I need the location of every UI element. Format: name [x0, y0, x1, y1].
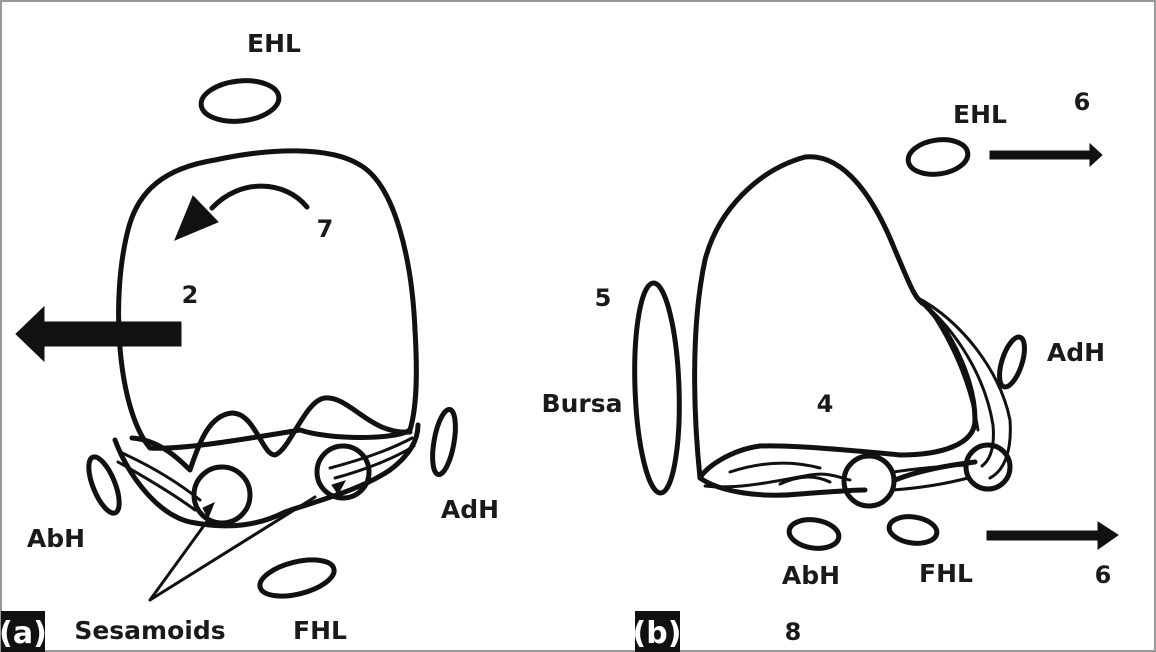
arrow-number-top-label: 6	[1074, 88, 1091, 116]
plantar-contour-a	[115, 425, 418, 526]
bursa	[631, 282, 682, 493]
panel-a-tag: (a)	[0, 616, 47, 651]
adh-label-b: AdH	[1047, 338, 1105, 367]
ehl-tendon-a	[199, 77, 281, 125]
arrow-6-bottom-shaft	[987, 531, 1100, 540]
rotation-arrow	[212, 186, 307, 208]
abh-label-b: AbH	[782, 561, 840, 590]
fhl-label-a: FHL	[293, 616, 347, 645]
medial-sesamoid-a	[194, 467, 250, 523]
panel-b-tag: (b)	[633, 616, 682, 651]
adh-tendon-a	[428, 408, 459, 476]
metatarsal-head-a	[119, 151, 417, 448]
rotation-number-label: 7	[317, 215, 334, 243]
ehl-label-b: EHL	[953, 100, 1007, 129]
rotation-arrowhead	[175, 196, 218, 240]
abh-label-a: AbH	[27, 524, 85, 553]
arrow-6-top-head	[1090, 144, 1102, 166]
panel-b: EHL 6 5 Bursa 4 AdH AbH FHL 6 8 (b)	[542, 88, 1118, 652]
arrow-number-bottom-label: 6	[1095, 561, 1112, 589]
arrow-6-top-shaft	[990, 151, 1092, 159]
adh-tendon-b	[994, 334, 1029, 390]
sesamoids-label: Sesamoids	[74, 616, 225, 645]
ehl-tendon-b	[906, 136, 970, 178]
translation-arrow-shaft	[40, 322, 181, 346]
translation-number-label: 2	[182, 281, 199, 309]
bursa-number-label: 5	[595, 284, 612, 312]
sesamoid-pointer-lines	[150, 497, 315, 600]
medial-sesamoid-b	[844, 456, 894, 506]
ehl-label-a: EHL	[247, 29, 301, 58]
fhl-label-b: FHL	[919, 559, 973, 588]
metatarsal-head-b	[695, 157, 975, 478]
panel-a: EHL 7 2 AbH AdH Sesamoids FHL (a)	[0, 29, 499, 652]
plantar-fibers-b	[705, 463, 850, 487]
center-number-label: 4	[817, 390, 834, 418]
adh-label-a: AdH	[441, 495, 499, 524]
fhl-tendon-a	[256, 553, 337, 602]
bursa-label: Bursa	[542, 389, 623, 418]
translation-arrowhead	[16, 307, 44, 361]
bottom-number-label: 8	[785, 618, 802, 646]
abh-tendon-b	[787, 517, 840, 552]
arrow-6-bottom-head	[1098, 522, 1118, 549]
fhl-tendon-b	[887, 514, 938, 546]
